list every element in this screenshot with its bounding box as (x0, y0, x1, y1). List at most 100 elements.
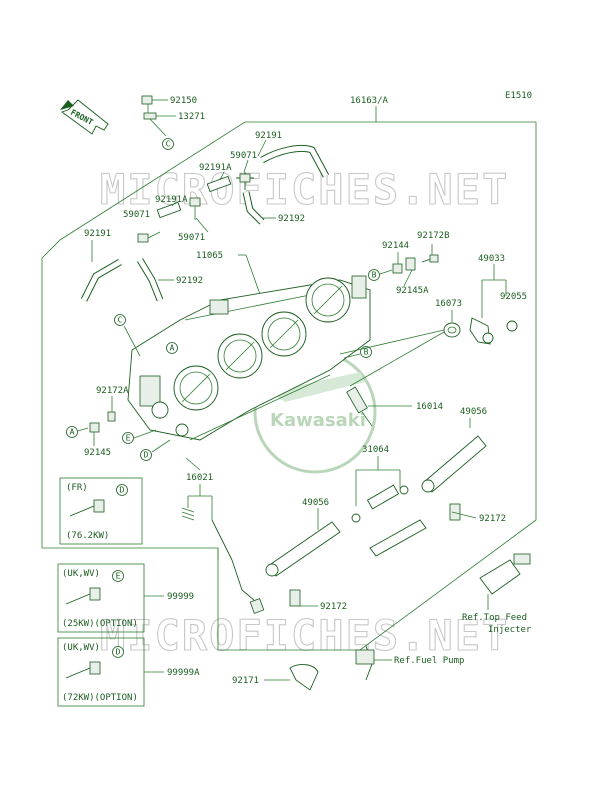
svg-text:A: A (70, 428, 75, 437)
svg-text:16014: 16014 (416, 402, 443, 412)
fitting-92150: 92150 (141, 95, 197, 106)
svg-text:92191: 92191 (84, 229, 111, 239)
svg-text:13271: 13271 (178, 112, 205, 122)
callout-d-uk (112, 646, 124, 658)
hose-92191a-mid (156, 201, 182, 219)
spring-92145a (405, 257, 416, 271)
callout-c-body (114, 314, 126, 326)
svg-text:(72KW)(OPTION): (72KW)(OPTION) (62, 693, 138, 703)
svg-text:(UK,WV): (UK,WV) (62, 569, 100, 579)
svg-text:92145: 92145 (84, 448, 111, 458)
svg-text:16073: 16073 (435, 299, 462, 309)
svg-text:11065: 11065 (196, 251, 223, 261)
option-box-fr (59, 477, 143, 545)
hose-92191a-top (206, 175, 232, 193)
svg-text:92145A: 92145A (396, 286, 429, 296)
screw-uk-25kw (65, 587, 101, 605)
oring-92055 (506, 320, 518, 332)
spring-16021 (181, 507, 195, 521)
screw-92172a (107, 411, 116, 422)
svg-text:92150: 92150 (170, 96, 197, 106)
clamp-92171 (289, 664, 319, 691)
assembly-outline (41, 121, 537, 651)
screw-uk-72kw (65, 661, 101, 679)
svg-text:C: C (118, 316, 123, 325)
cap-16073 (443, 322, 461, 338)
label-92191-top: 92191 (255, 131, 282, 141)
fuel-hose (355, 519, 427, 681)
option-box-ukwv-25kw (57, 563, 145, 633)
svg-text:49056: 49056 (460, 407, 487, 417)
cable-16021 (211, 519, 265, 614)
svg-text:Ref.Fuel Pump: Ref.Fuel Pump (394, 656, 464, 666)
svg-text:92172A: 92172A (96, 386, 129, 396)
callout-d-fr (116, 484, 128, 496)
svg-text:92192: 92192 (278, 214, 305, 224)
screw-92172b (421, 254, 439, 263)
svg-text:Injecter: Injecter (488, 625, 532, 635)
svg-text:E: E (116, 572, 121, 581)
svg-text:99999A: 99999A (167, 668, 200, 678)
svg-text:49056: 49056 (302, 498, 329, 508)
svg-text:92172: 92172 (479, 514, 506, 524)
svg-text:92191A: 92191A (155, 195, 188, 205)
svg-text:D: D (120, 486, 125, 495)
svg-text:(25KW)(OPTION): (25KW)(OPTION) (62, 619, 138, 629)
svg-text:16021: 16021 (186, 473, 213, 483)
svg-text:31064: 31064 (362, 445, 389, 455)
screw-fr (69, 499, 105, 517)
svg-text:D: D (116, 648, 121, 657)
callout-d-body (140, 449, 152, 461)
label-16163a: 16163/A (350, 96, 389, 106)
svg-text:C: C (166, 140, 171, 149)
callout-b-body (360, 346, 372, 358)
cap-92144 (392, 263, 403, 274)
svg-text:49033: 49033 (478, 254, 505, 264)
svg-text:59071: 59071 (123, 210, 150, 220)
svg-text:92192: 92192 (176, 276, 203, 286)
fuel-rail-49056-right (421, 435, 487, 521)
tee-59071-left (137, 231, 161, 243)
svg-text:92191A: 92191A (199, 163, 232, 173)
watermark-top: MICROFICHES.NET (100, 165, 509, 214)
svg-text:A: A (170, 344, 175, 353)
svg-text:92144: 92144 (382, 241, 409, 251)
svg-text:59071: 59071 (178, 233, 205, 243)
svg-text:99999: 99999 (167, 592, 194, 602)
sensor-16014 (346, 386, 373, 427)
svg-text:92171: 92171 (232, 676, 259, 686)
clip-13271: 13271 (143, 112, 205, 122)
tee-59071-top (236, 172, 254, 190)
callout-e-uk (112, 570, 124, 582)
svg-text:59071: 59071 (230, 151, 257, 161)
injector-ref (479, 553, 531, 595)
callout-c-top (162, 138, 174, 150)
valve-49033 (469, 317, 494, 345)
svg-text:D: D (144, 451, 149, 460)
svg-text:E: E (126, 434, 131, 443)
callout-b-right (368, 269, 380, 281)
watermark-bottom: MICROFICHES.NET (100, 611, 509, 660)
throttle-body-assembly (127, 275, 371, 441)
joint-31064 (351, 484, 409, 523)
cap-92145 (89, 422, 100, 433)
svg-text:B: B (364, 348, 369, 357)
callout-a-body (166, 342, 178, 354)
svg-text:92055: 92055 (500, 292, 527, 302)
svg-text:92172B: 92172B (417, 231, 450, 241)
svg-text:(76.2KW): (76.2KW) (66, 531, 109, 541)
svg-text:(UK,WV): (UK,WV) (62, 643, 100, 653)
callout-a-left (66, 426, 78, 438)
kawasaki-logo-text: Kawasaki (270, 410, 366, 431)
svg-text:(FR): (FR) (66, 483, 88, 493)
svg-text:Ref.Top Feed: Ref.Top Feed (462, 613, 527, 623)
fuel-rail-49056-mid (265, 521, 341, 607)
svg-text:92172: 92172 (320, 602, 347, 612)
tee-59071-mid (189, 197, 201, 220)
front-arrow-icon: FRONT (60, 99, 109, 135)
callout-e-body (122, 432, 134, 444)
svg-text:B: B (372, 271, 377, 280)
diagram-code: E1510 (505, 91, 532, 101)
